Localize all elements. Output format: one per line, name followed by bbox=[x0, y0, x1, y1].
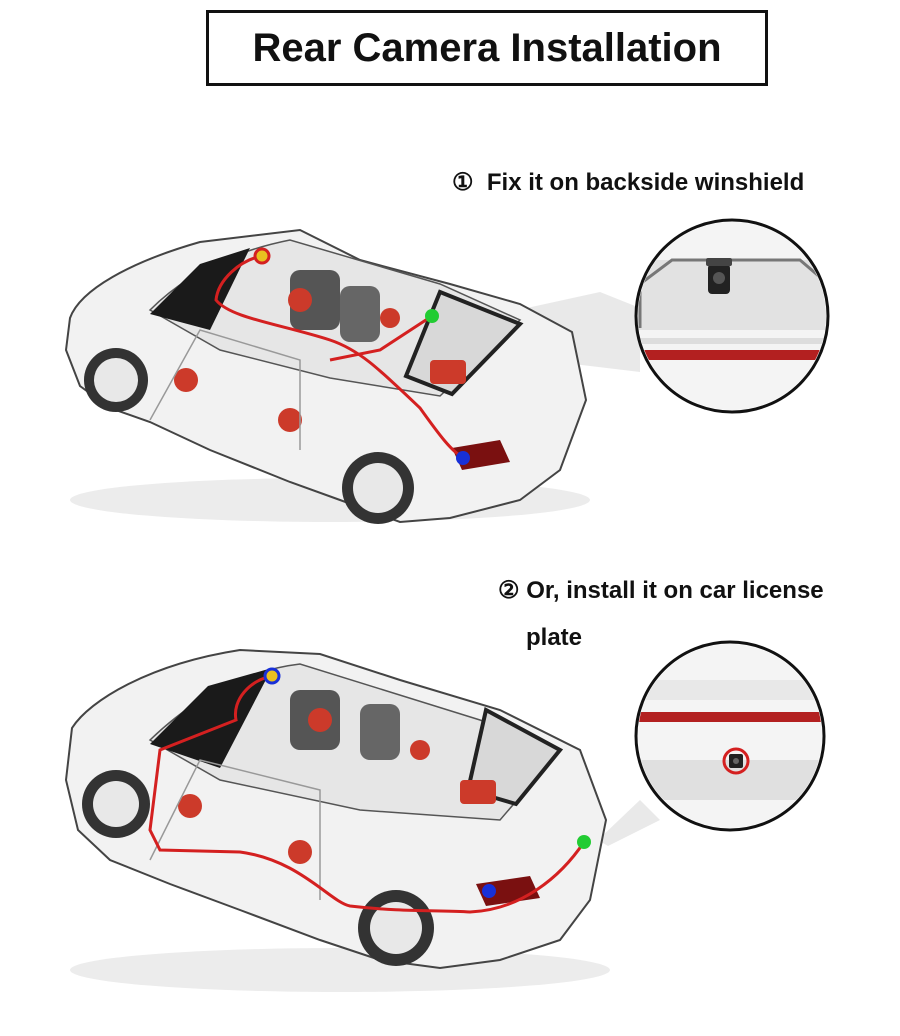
magnifier-circle-icon bbox=[634, 218, 830, 414]
title-box: Rear Camera Installation bbox=[206, 10, 768, 86]
caption-option-2-text-line1: Or, install it on car license bbox=[526, 577, 824, 604]
car-illustration-icon bbox=[64, 648, 610, 992]
rear-camera-icon bbox=[722, 747, 750, 775]
caption-option-2-text-line2: plate bbox=[526, 624, 583, 651]
caption-option-2-marker: ② bbox=[498, 577, 520, 604]
callout-beam bbox=[598, 800, 660, 846]
rear-camera-icon bbox=[706, 258, 732, 294]
car-illustration-icon bbox=[64, 228, 590, 524]
caption-option-2-line2: plate bbox=[526, 624, 582, 652]
caption-option-1-text: Fix it on backside winshield bbox=[486, 169, 805, 196]
scene-windshield bbox=[0, 200, 900, 540]
caption-option-2: ② Or, install it on car license bbox=[498, 576, 824, 605]
caption-option-1-marker: ① bbox=[452, 169, 474, 196]
page-title: Rear Camera Installation bbox=[252, 25, 722, 70]
scene-license-plate bbox=[0, 640, 900, 1020]
caption-option-1: ① Fix it on backside winshield bbox=[452, 168, 804, 197]
magnifier-circle-icon bbox=[634, 640, 826, 832]
